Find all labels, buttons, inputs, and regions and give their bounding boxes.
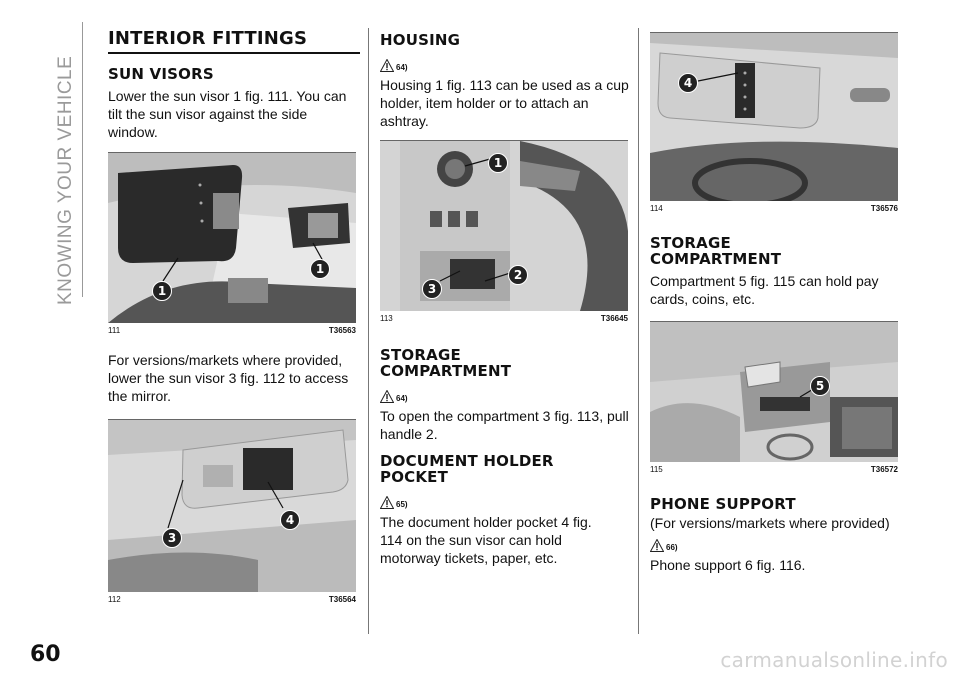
section-title: INTERIOR FITTINGS	[108, 28, 360, 54]
phone-support-heading: PHONE SUPPORT	[650, 495, 796, 513]
housing-heading: HOUSING	[380, 31, 461, 49]
sun-visors-text: Lower the sun visor 1 fig. 111. You can …	[108, 88, 347, 140]
figure-code: T36564	[328, 595, 356, 604]
warning-reference: 66)	[650, 534, 900, 552]
warning-triangle-icon	[380, 59, 394, 72]
callout-2: 2	[508, 265, 528, 285]
figure-code: T36572	[870, 465, 898, 474]
figure-code: T36576	[870, 204, 898, 213]
warning-triangle-icon	[380, 390, 394, 403]
callout-1: 1	[310, 259, 330, 279]
figure-113: 1 3 2	[380, 140, 628, 311]
callout-3: 3	[422, 279, 442, 299]
figure-112: 3 4	[108, 419, 356, 592]
figure-114: 4	[650, 32, 898, 201]
figure-number: 115	[650, 465, 663, 474]
section-side-tab: KNOWING YOUR VEHICLE	[55, 25, 76, 305]
figure-number: 113	[380, 314, 393, 323]
figure-111-caption: 111 T36563	[108, 326, 356, 335]
figure-111: 1 1	[108, 152, 356, 323]
sun-visor-mirror-illustration	[108, 420, 356, 592]
figure-code: T36645	[600, 314, 628, 323]
storage-compartment-text: To open the compartment 3 fig. 113, pull…	[380, 408, 629, 442]
housing-text: Housing 1 fig. 113 can be used as a cup …	[380, 77, 629, 129]
phone-support-text: Phone support 6 fig. 116.	[650, 557, 806, 573]
warning-reference: 64)	[380, 385, 630, 403]
column-divider	[368, 28, 369, 634]
warning-ref-label: 65)	[396, 500, 408, 509]
figure-number: 114	[650, 204, 663, 213]
callout-4: 4	[280, 510, 300, 530]
figure-115-caption: 115 T36572	[650, 465, 898, 474]
warning-ref-label: 64)	[396, 63, 408, 72]
figure-number: 112	[108, 595, 121, 604]
sun-visor-illustration	[108, 153, 356, 323]
site-watermark: carmanualsonline.info	[720, 648, 948, 672]
warning-ref-label: 66)	[666, 543, 678, 552]
side-tab-divider	[82, 22, 83, 297]
figure-113-caption: 113 T36645	[380, 314, 628, 323]
figure-112-caption: 112 T36564	[108, 595, 356, 604]
storage-compartment-heading: STORAGE COMPARTMENT	[650, 234, 782, 268]
dashboard-compartment-illustration	[650, 322, 898, 462]
section-side-tab-label: KNOWING YOUR VEHICLE	[55, 55, 76, 305]
sun-visor-mirror-text: For versions/markets where provided, low…	[108, 352, 349, 404]
figure-number: 111	[108, 326, 121, 335]
sun-visors-heading: SUN VISORS	[108, 65, 214, 83]
warning-reference: 64)	[380, 54, 630, 72]
phone-support-subtitle: (For versions/markets where provided)	[650, 515, 890, 531]
storage-compartment-text: Compartment 5 fig. 115 can hold pay card…	[650, 273, 879, 307]
warning-ref-label: 64)	[396, 394, 408, 403]
callout-5: 5	[810, 376, 830, 396]
column-1: INTERIOR FITTINGS SUN VISORS Lower the s…	[108, 28, 360, 604]
document-pocket-illustration	[650, 33, 898, 201]
warning-triangle-icon	[380, 496, 394, 509]
callout-3: 3	[162, 528, 182, 548]
warning-reference: 65)	[380, 491, 630, 509]
callout-1: 1	[488, 153, 508, 173]
figure-115: 5	[650, 321, 898, 462]
callout-1: 1	[152, 281, 172, 301]
figure-code: T36563	[328, 326, 356, 335]
document-holder-text: The document holder pocket 4 fig. 114 on…	[380, 514, 592, 566]
document-holder-heading: DOCUMENT HOLDER POCKET	[380, 452, 554, 486]
storage-compartment-heading: STORAGE COMPARTMENT	[380, 346, 512, 380]
column-2: HOUSING 64) Housing 1 fig. 113 can be us…	[380, 28, 630, 567]
column-divider	[638, 28, 639, 634]
page-number: 60	[30, 642, 61, 667]
callout-4: 4	[678, 73, 698, 93]
warning-triangle-icon	[650, 539, 664, 552]
figure-114-caption: 114 T36576	[650, 204, 898, 213]
column-3: 4 114 T36576 STORAGE COMPARTMENT Compart…	[650, 28, 900, 574]
